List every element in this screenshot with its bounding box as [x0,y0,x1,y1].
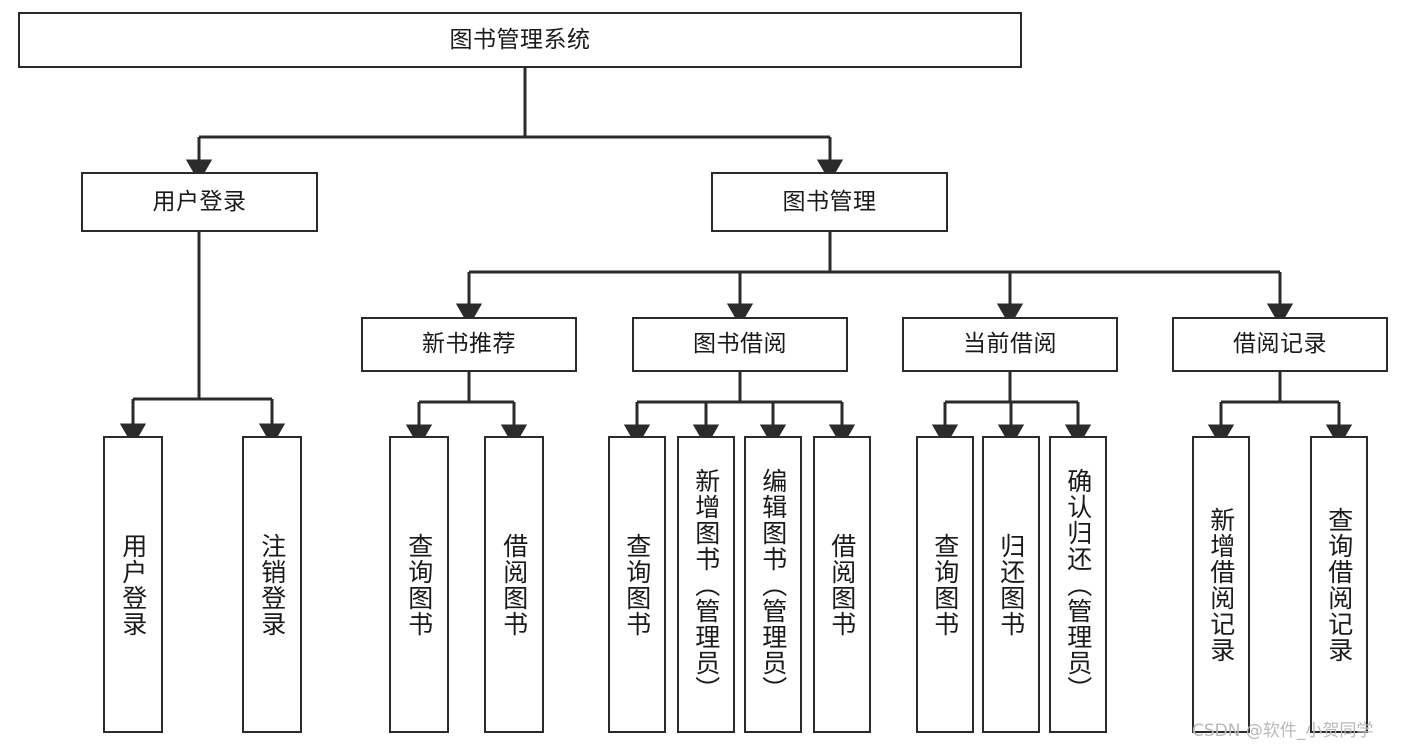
node-leaf-return-book[interactable]: 归还图书 [982,436,1040,733]
node-label: 确认归还（管理员） [1063,467,1093,702]
node-label: 借阅记录 [1233,331,1327,357]
node-label: 归还图书 [996,532,1026,637]
node-leaf-add-record[interactable]: 新增借阅记录 [1192,436,1250,733]
node-leaf-edit-book[interactable]: 编辑图书（管理员） [744,436,802,733]
node-borrow-record[interactable]: 借阅记录 [1172,317,1388,372]
node-label: 用户登录 [118,532,148,637]
node-label: 注销登录 [257,532,287,637]
node-label: 编辑图书（管理员） [758,467,788,702]
node-label: 新书推荐 [422,331,516,357]
node-label: 新增借阅记录 [1206,506,1236,663]
node-leaf-query-record[interactable]: 查询借阅记录 [1310,436,1368,733]
node-leaf-borrow-book-2[interactable]: 借阅图书 [813,436,871,733]
node-current-borrow[interactable]: 当前借阅 [902,317,1118,372]
csdn-watermark: CSDN @软件_小贺同学 [1192,721,1374,741]
node-leaf-query-book-1[interactable]: 查询图书 [389,436,449,733]
node-leaf-borrow-book-1[interactable]: 借阅图书 [484,436,544,733]
node-label: 查询图书 [404,532,434,637]
node-label: 查询借阅记录 [1324,506,1354,663]
node-label: 借阅图书 [499,532,529,637]
node-new-book-recommend[interactable]: 新书推荐 [361,317,577,372]
node-leaf-add-book[interactable]: 新增图书（管理员） [677,436,735,733]
node-label: 用户登录 [152,188,247,215]
node-leaf-query-book-2[interactable]: 查询图书 [608,436,666,733]
node-user-login[interactable]: 用户登录 [81,172,318,232]
node-leaf-user-login[interactable]: 用户登录 [103,436,163,733]
node-book-borrow[interactable]: 图书借阅 [632,317,848,372]
node-book-manage[interactable]: 图书管理 [711,172,948,232]
node-label: 图书管理系统 [449,26,591,53]
node-label: 图书借阅 [693,331,787,357]
node-leaf-query-book-3[interactable]: 查询图书 [916,436,974,733]
node-label: 图书管理 [782,188,877,215]
node-label: 借阅图书 [827,532,857,637]
node-label: 查询图书 [930,532,960,637]
node-label: 查询图书 [622,532,652,637]
node-root-system[interactable]: 图书管理系统 [18,12,1022,68]
node-leaf-logout-login[interactable]: 注销登录 [242,436,302,733]
node-label: 当前借阅 [963,331,1057,357]
node-leaf-confirm-return[interactable]: 确认归还（管理员） [1049,436,1107,733]
node-label: 新增图书（管理员） [691,467,721,702]
